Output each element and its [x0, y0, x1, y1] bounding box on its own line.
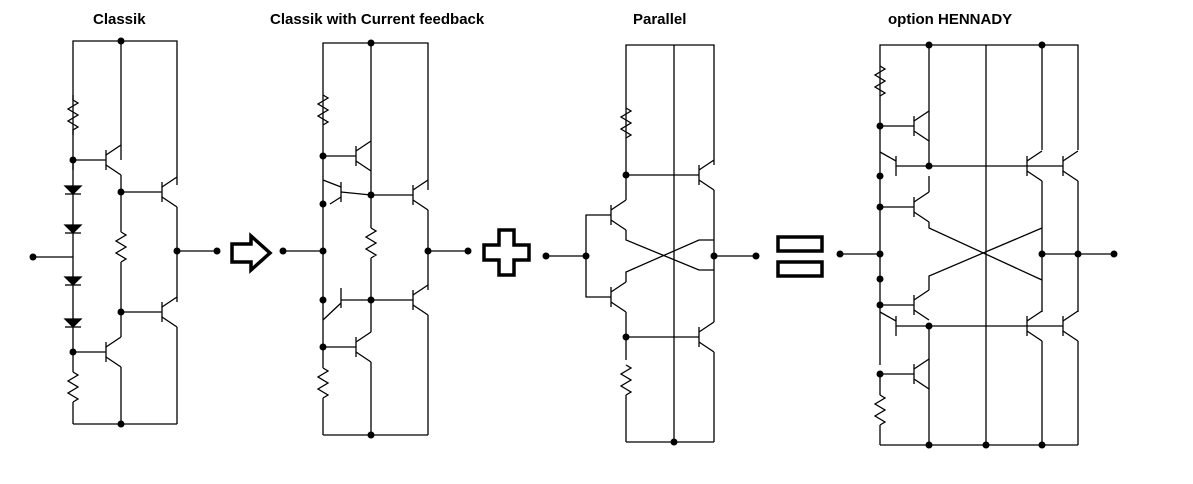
title-hennady: option HENNADY — [888, 11, 1013, 28]
diode-icon — [63, 224, 83, 234]
equals-icon — [776, 235, 824, 278]
circuit-parallel — [542, 44, 760, 446]
title-classik: Classik — [93, 11, 146, 28]
title-classik-feedback: Classik with Current feedback — [270, 11, 485, 28]
circuit-classik — [29, 37, 221, 428]
title-parallel: Parallel — [633, 11, 687, 28]
circuit-classik-feedback — [279, 39, 472, 439]
right-arrow-icon — [230, 232, 273, 274]
diode-icon — [63, 318, 83, 328]
plus-icon — [482, 228, 531, 277]
circuit-hennady — [836, 41, 1118, 449]
diode-icon — [63, 276, 83, 286]
diode-icon — [63, 185, 83, 195]
